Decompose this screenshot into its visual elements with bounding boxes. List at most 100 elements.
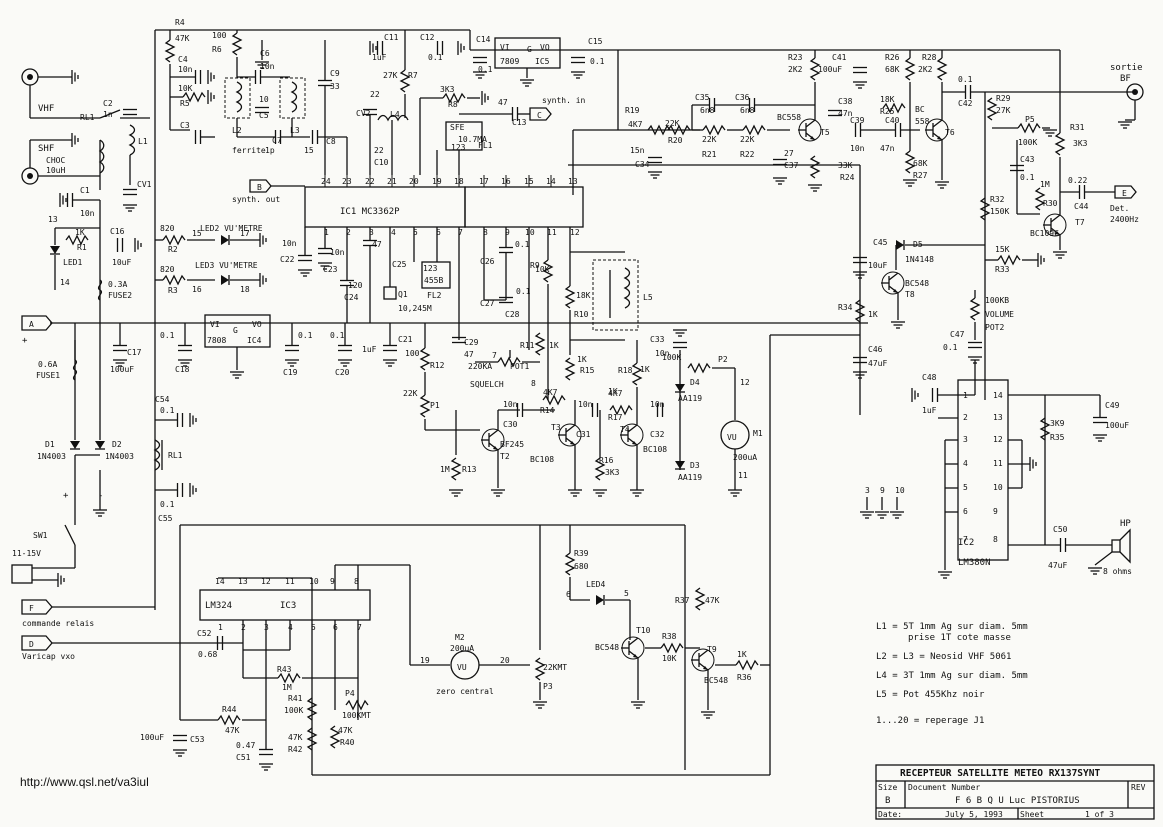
svg-text:2: 2 (346, 228, 351, 237)
svg-text:0.1: 0.1 (1020, 173, 1035, 182)
connector-f[interactable]: F (21, 599, 53, 615)
svg-text:FUSE2: FUSE2 (108, 291, 132, 300)
svg-text:C1: C1 (80, 186, 90, 195)
svg-text:C32: C32 (650, 430, 665, 439)
connector-a[interactable]: A (21, 315, 53, 331)
svg-text:1: 1 (218, 623, 223, 632)
svg-text:R9: R9 (530, 261, 540, 270)
svg-text:R31: R31 (1070, 123, 1085, 132)
transistor-t8 (880, 271, 905, 295)
svg-text:R36: R36 (737, 673, 752, 682)
svg-text:C51: C51 (236, 753, 251, 762)
svg-text:C12: C12 (420, 33, 435, 42)
svg-text:14: 14 (215, 577, 225, 586)
svg-text:R43: R43 (277, 665, 292, 674)
svg-text:R20: R20 (668, 136, 683, 145)
svg-text:R12: R12 (430, 361, 445, 370)
svg-text:8: 8 (993, 535, 998, 544)
svg-text:R4: R4 (175, 18, 185, 27)
svg-text:R39: R39 (574, 549, 589, 558)
ic2-type: LM380N (958, 558, 991, 568)
svg-text:C53: C53 (190, 735, 205, 744)
svg-text:R13: R13 (462, 465, 477, 474)
svg-text:0.1: 0.1 (160, 406, 175, 415)
svg-text:33K: 33K (838, 161, 853, 170)
svg-text:0.22: 0.22 (1068, 176, 1087, 185)
svg-text:10K: 10K (178, 84, 193, 93)
svg-text:prise 1T cote masse: prise 1T cote masse (908, 633, 1011, 643)
svg-text:C18: C18 (175, 365, 190, 374)
svg-text:1N4148: 1N4148 (905, 255, 934, 264)
svg-text:1K: 1K (640, 365, 650, 374)
svg-text:22: 22 (374, 146, 384, 155)
svg-text:200uA: 200uA (733, 453, 757, 462)
svg-text:R19: R19 (625, 106, 640, 115)
svg-text:10uH: 10uH (46, 166, 65, 175)
svg-text:0.3A: 0.3A (108, 280, 127, 289)
svg-text:0.1: 0.1 (428, 53, 443, 62)
svg-text:16: 16 (501, 177, 511, 186)
svg-text:1N4003: 1N4003 (37, 452, 66, 461)
svg-text:27K: 27K (383, 71, 398, 80)
svg-text:C45: C45 (873, 238, 888, 247)
svg-text:10uF: 10uF (868, 261, 887, 270)
svg-text:13: 13 (48, 215, 58, 224)
svg-text:14: 14 (546, 177, 556, 186)
svg-text:1p: 1p (265, 146, 275, 155)
connector-c[interactable]: C (529, 107, 552, 121)
svg-text:C16: C16 (110, 227, 125, 236)
svg-text:4: 4 (391, 228, 396, 237)
svg-text:R18: R18 (618, 366, 633, 375)
svg-text:-: - (98, 491, 103, 501)
ic1-label: IC1 MC3362P (340, 207, 400, 217)
svg-text:T10: T10 (636, 626, 651, 635)
svg-text:3K3: 3K3 (440, 85, 455, 94)
svg-text:6n8: 6n8 (740, 106, 755, 115)
svg-text:C35: C35 (695, 93, 710, 102)
svg-text:VI: VI (500, 43, 510, 52)
svg-text:R25: R25 (880, 107, 895, 116)
svg-text:22: 22 (370, 90, 380, 99)
svg-text:200uA: 200uA (450, 644, 474, 653)
svg-text:A: A (29, 320, 34, 329)
svg-text:10n: 10n (503, 400, 518, 409)
svg-text:R8: R8 (448, 100, 458, 109)
svg-text:Date:: Date: (878, 810, 902, 819)
svg-text:C14: C14 (476, 35, 491, 44)
svg-text:150K: 150K (990, 207, 1009, 216)
svg-text:L2 = L3 = Neosid VHF 5061: L2 = L3 = Neosid VHF 5061 (876, 652, 1011, 662)
svg-text:C40: C40 (885, 116, 900, 125)
svg-text:100: 100 (405, 349, 420, 358)
svg-text:FL2: FL2 (427, 291, 442, 300)
svg-text:1K: 1K (75, 228, 85, 237)
svg-text:R26: R26 (885, 53, 900, 62)
det-label: Det. (1110, 204, 1129, 213)
svg-text:T6: T6 (945, 128, 955, 137)
svg-text:15K: 15K (995, 245, 1010, 254)
connector-e[interactable]: E (1114, 185, 1137, 199)
svg-text:47: 47 (464, 350, 474, 359)
svg-text:15: 15 (192, 229, 202, 238)
svg-text:820: 820 (160, 265, 175, 274)
svg-text:47K: 47K (288, 733, 303, 742)
svg-text:47K: 47K (338, 726, 353, 735)
svg-text:1uF: 1uF (362, 345, 377, 354)
svg-text:22KMT: 22KMT (543, 663, 567, 672)
connector-d[interactable]: D (21, 635, 53, 651)
svg-text:C50: C50 (1053, 525, 1068, 534)
svg-text:R23: R23 (788, 53, 803, 62)
connector-b[interactable]: B (249, 179, 272, 193)
svg-text:R34: R34 (838, 303, 853, 312)
svg-text:27K: 27K (996, 106, 1011, 115)
svg-text:BF: BF (1120, 74, 1131, 84)
svg-text:BF245: BF245 (500, 440, 524, 449)
svg-text:C19: C19 (283, 368, 298, 377)
svg-text:22K: 22K (740, 135, 755, 144)
svg-text:R40: R40 (340, 738, 355, 747)
svg-text:47: 47 (498, 98, 508, 107)
svg-text:8: 8 (354, 577, 359, 586)
svg-text:1K: 1K (737, 650, 747, 659)
svg-text:C54: C54 (155, 395, 170, 404)
